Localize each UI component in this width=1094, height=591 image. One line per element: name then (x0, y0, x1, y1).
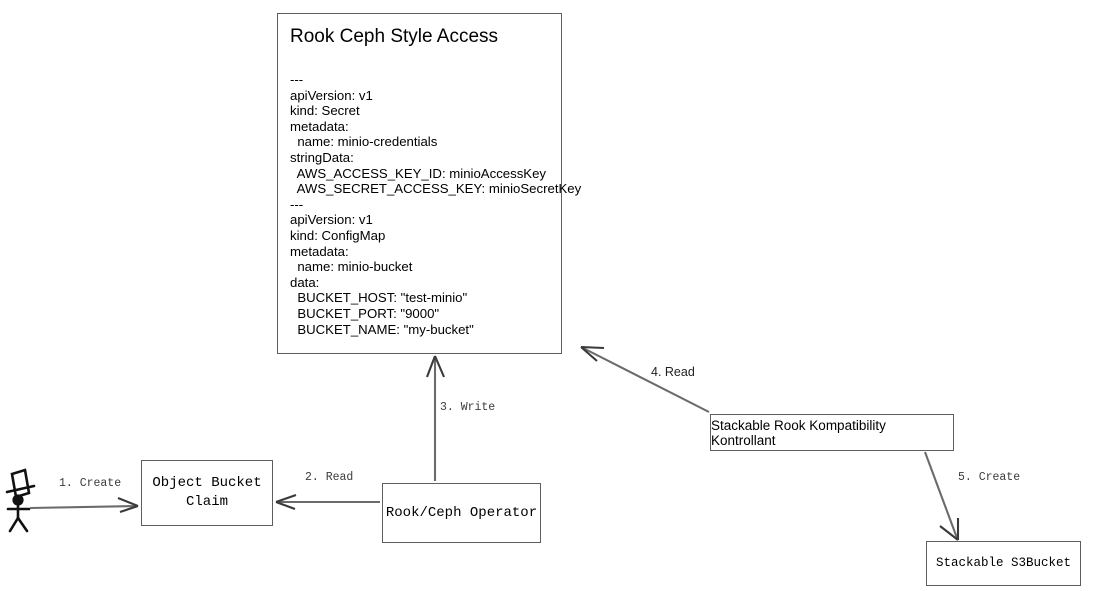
edge-label-4-read: 4. Read (651, 365, 695, 379)
edge-3-operator-to-yaml-note (426, 355, 445, 481)
edge-label-3-write: 3. Write (440, 401, 496, 414)
node-rook-ceph-operator[interactable]: Rook/Ceph Operator (382, 483, 541, 543)
yaml-note-box[interactable]: Rook Ceph Style Access --- apiVersion: v… (277, 13, 582, 354)
stick-figure-with-top-hat-icon (5, 468, 36, 533)
node-stackable-s3bucket-label: Stackable S3Bucket (935, 556, 1072, 570)
node-rook-ceph-operator-label: Rook/Ceph Operator (385, 504, 538, 521)
yaml-note-title: Rook Ceph Style Access (290, 26, 499, 47)
edge-4-srkk-to-yaml-note (580, 345, 710, 413)
edge-2-operator-to-object-bucket-claim (275, 494, 380, 510)
node-stackable-s3bucket[interactable]: Stackable S3Bucket (926, 541, 1081, 586)
edge-1-actor-to-object-bucket-claim (29, 497, 139, 513)
edge-label-1-create: 1. Create (59, 477, 122, 490)
node-object-bucket-claim[interactable]: Object Bucket Claim (141, 460, 273, 526)
edge-5-srkk-to-s3bucket (924, 451, 960, 541)
edge-label-2-read: 2. Read (305, 471, 354, 484)
edge-label-5-create: 5. Create (958, 471, 1021, 484)
node-stackable-rook-kompatibility-kontrollant[interactable]: Stackable Rook Kompatibility Kontrollant (710, 414, 954, 451)
node-stackable-rook-kompatibility-kontrollant-label: Stackable Rook Kompatibility Kontrollant (711, 417, 886, 448)
yaml-note-body: --- apiVersion: v1 kind: Secret metadata… (290, 72, 582, 337)
node-object-bucket-claim-label: Object Bucket Claim (152, 475, 262, 510)
